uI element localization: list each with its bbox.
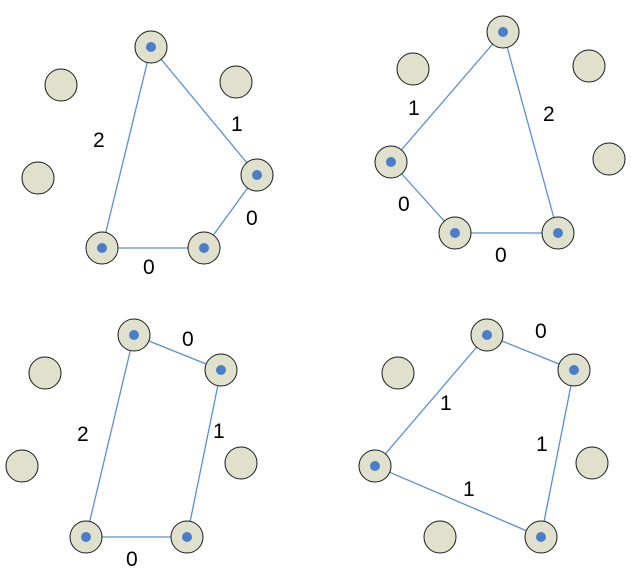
- node: [575, 446, 609, 480]
- node-dot: [146, 42, 156, 52]
- edge-label: 2: [543, 103, 555, 126]
- panel-top-left: 2 1 0 0: [21, 30, 274, 279]
- edge-label: 1: [213, 420, 225, 443]
- node-dot: [450, 228, 460, 238]
- node: [592, 142, 626, 176]
- node: [44, 68, 78, 102]
- edge-label: 2: [93, 129, 105, 152]
- node-dot: [182, 532, 192, 542]
- edge-label: 0: [182, 328, 194, 351]
- edge: [540, 369, 575, 538]
- node: [5, 449, 39, 483]
- edge: [85, 334, 135, 538]
- node-dot: [252, 170, 262, 180]
- panel-bottom-left: 0 2 1 0: [5, 318, 258, 571]
- node-dot: [482, 330, 492, 340]
- edge: [502, 31, 559, 234]
- panel-bottom-right: 0 1 1 1: [358, 318, 609, 554]
- edge-label: 0: [535, 320, 547, 343]
- node-dot: [386, 157, 396, 167]
- node: [381, 356, 415, 390]
- edge-label: 1: [440, 392, 452, 415]
- edge: [374, 465, 542, 538]
- node: [219, 65, 253, 99]
- node-dot: [129, 330, 139, 340]
- node-dot: [199, 243, 209, 253]
- node: [572, 49, 606, 83]
- node-dot: [569, 365, 579, 375]
- node: [224, 446, 258, 480]
- panel-top-right: 1 2 0 0: [374, 15, 626, 267]
- edge: [150, 46, 258, 176]
- node: [28, 356, 62, 390]
- edge-label: 0: [143, 256, 155, 279]
- edge: [374, 334, 488, 467]
- edge: [186, 369, 222, 538]
- node-dot: [97, 243, 107, 253]
- edge-label: 2: [77, 423, 89, 446]
- edge-label: 1: [231, 113, 243, 136]
- node: [423, 520, 457, 554]
- edge-label: 0: [495, 244, 507, 267]
- node-dot: [536, 532, 546, 542]
- node: [396, 52, 430, 86]
- edge-label: 0: [126, 548, 138, 571]
- node: [21, 161, 55, 195]
- edge-label: 0: [398, 193, 410, 216]
- node-dot: [216, 365, 226, 375]
- edge: [101, 46, 152, 249]
- edge-label: 1: [536, 433, 548, 456]
- node-dot: [370, 461, 380, 471]
- edge-label: 1: [408, 97, 420, 120]
- node-dot: [498, 27, 508, 37]
- edge-label: 0: [246, 207, 258, 230]
- edge-label: 1: [463, 478, 475, 501]
- node-dot: [81, 532, 91, 542]
- node-dot: [553, 228, 563, 238]
- edge: [390, 31, 504, 163]
